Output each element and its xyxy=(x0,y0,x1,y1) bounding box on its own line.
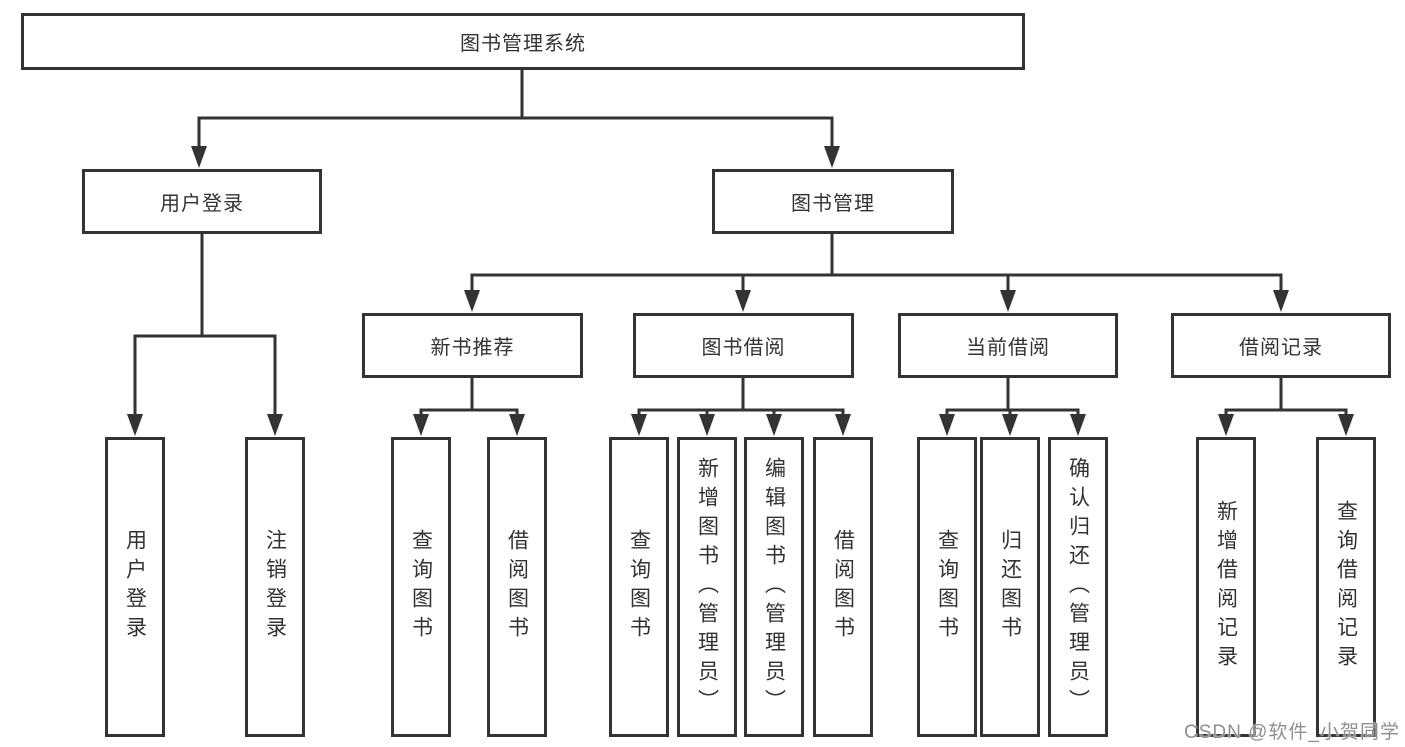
node-label: 图书管理系统 xyxy=(460,33,586,55)
leaf-label: 查询借阅记录 xyxy=(1334,500,1358,674)
leaf-logout: 注销登录 xyxy=(245,437,305,737)
node-borrowing-records: 借阅记录 xyxy=(1171,313,1391,378)
leaf-return-books: 归还图书 xyxy=(980,437,1040,737)
leaf-borrow-books-recommend: 借阅图书 xyxy=(487,437,547,737)
node-label: 用户登录 xyxy=(160,193,244,215)
leaf-query-books-borrowing: 查询图书 xyxy=(609,437,669,737)
leaf-label: 借阅图书 xyxy=(505,529,529,645)
connector-root-to-level1 xyxy=(191,70,840,168)
node-current-borrowing: 当前借阅 xyxy=(898,313,1118,378)
leaf-add-book-admin: 新增图书（管理员） xyxy=(677,437,737,737)
leaf-query-books-current: 查询图书 xyxy=(917,437,977,737)
leaf-label: 用户登录 xyxy=(123,529,147,645)
node-label: 新书推荐 xyxy=(430,337,515,359)
leaf-label: 借阅图书 xyxy=(831,529,855,645)
connector-new-book-recommendation-to-leaves xyxy=(413,378,525,436)
leaf-label: 新增图书（管理员） xyxy=(695,456,719,718)
leaf-edit-book-admin: 编辑图书（管理员） xyxy=(744,437,804,737)
leaf-confirm-return-admin: 确认归还（管理员） xyxy=(1048,437,1108,737)
connector-current-borrowing-to-leaves xyxy=(939,378,1086,436)
leaf-query-books-recommend: 查询图书 xyxy=(391,437,451,737)
leaf-user-login: 用户登录 xyxy=(105,437,165,737)
leaf-add-borrow-record: 新增借阅记录 xyxy=(1196,437,1256,737)
node-new-book-recommendation: 新书推荐 xyxy=(362,313,583,378)
node-library-management-system: 图书管理系统 xyxy=(21,13,1025,70)
node-user-login: 用户登录 xyxy=(82,169,322,234)
connector-book-management-to-level2 xyxy=(464,234,1289,312)
connector-user-login-to-leaves xyxy=(127,234,283,436)
node-label: 图书借阅 xyxy=(701,337,786,359)
leaf-label: 查询图书 xyxy=(935,529,959,645)
connector-book-borrowing-to-leaves xyxy=(631,378,851,436)
leaf-label: 查询图书 xyxy=(409,529,433,645)
node-label: 图书管理 xyxy=(791,193,875,215)
leaf-label: 注销登录 xyxy=(263,529,287,645)
leaf-label: 编辑图书（管理员） xyxy=(762,456,786,718)
node-book-borrowing: 图书借阅 xyxy=(633,313,854,378)
leaf-label: 确认归还（管理员） xyxy=(1066,456,1090,718)
leaf-label: 归还图书 xyxy=(998,529,1022,645)
node-label: 借阅记录 xyxy=(1239,337,1323,359)
leaf-label: 新增借阅记录 xyxy=(1214,500,1238,674)
node-book-management: 图书管理 xyxy=(712,169,954,234)
leaf-query-borrow-record: 查询借阅记录 xyxy=(1316,437,1376,737)
leaf-borrow-books-borrowing: 借阅图书 xyxy=(813,437,873,737)
leaf-label: 查询图书 xyxy=(627,529,651,645)
node-label: 当前借阅 xyxy=(966,337,1050,359)
csdn-watermark: CSDN @软件_小贺同学 xyxy=(1184,722,1400,743)
connector-borrowing-records-to-leaves xyxy=(1218,378,1354,436)
